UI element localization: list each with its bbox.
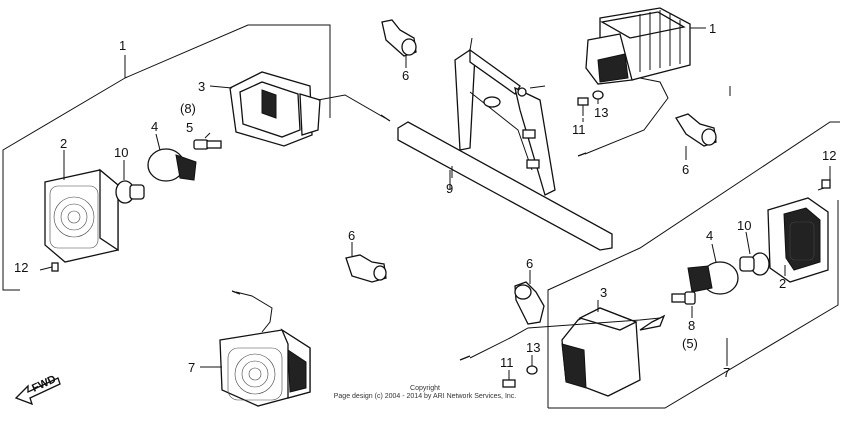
callout-cap-left: 6 (348, 228, 355, 243)
callout-right-lens-screw: 12 (822, 148, 836, 163)
callout-stay: 9 (446, 181, 453, 196)
leader-lines (63, 85, 786, 276)
callout-right-screw-paren: (5) (682, 336, 698, 351)
callout-cap-top: 6 (402, 68, 409, 83)
callout-left-screw-paren: (8) (180, 101, 196, 116)
right-socket (687, 261, 739, 295)
turn-signal-stay (397, 37, 613, 251)
left-screw (193, 132, 222, 150)
top-right-turn-signal (577, 7, 706, 157)
right-lens (767, 197, 829, 283)
callout-left-lens: 2 (60, 136, 67, 151)
left-socket (147, 148, 197, 182)
cap-bottom-mid (514, 270, 545, 325)
fwd-arrow-icon: FWD (14, 373, 61, 406)
callout-bolt-top: 11 (572, 122, 586, 137)
right-bulb (739, 252, 770, 276)
copyright-line-1: Copyright (410, 385, 440, 392)
cap-top (381, 19, 417, 68)
right-lens-screw (817, 166, 831, 191)
callout-right-bulb: 10 (737, 218, 751, 233)
right-screw (671, 291, 696, 318)
callout-nut-top: 13 (594, 105, 608, 120)
cap-left (345, 242, 387, 283)
right-housing (561, 300, 666, 397)
callout-right-housing: 3 (600, 285, 607, 300)
callout-right-group: 7 (723, 365, 730, 380)
left-bulb (115, 180, 145, 204)
callout-cap-mid-right: 6 (682, 162, 689, 177)
callout-nut-bottom: 13 (526, 340, 540, 355)
callout-right-lens: 2 (779, 276, 786, 291)
left-lens-screw (39, 262, 59, 272)
left-turn-signal-assembly (2, 24, 391, 291)
callout-bolt-bottom: 11 (500, 355, 514, 370)
callout-left-housing: 3 (198, 79, 205, 94)
callout-left-screw-num: 5 (186, 120, 193, 135)
callout-right-socket: 4 (706, 228, 713, 243)
cap-mid-right (675, 113, 717, 160)
callout-bottom-left-lamp: 7 (188, 360, 195, 375)
callout-cap-bottom-mid: 6 (526, 256, 533, 271)
callout-left-lens-screw: 12 (14, 260, 28, 275)
copyright-line-2: Page design (c) 2004 - 2014 by ARI Netwo… (334, 393, 517, 400)
callout-top-right-lamp: 1 (709, 21, 716, 36)
bolt-nut-bottom (502, 355, 538, 388)
left-housing (229, 71, 321, 147)
left-lens (44, 168, 119, 263)
bottom-left-turn-signal (200, 290, 311, 407)
callout-right-screw-num: 8 (688, 318, 695, 333)
callout-left-bulb: 10 (114, 145, 128, 160)
bolt-nut-top (577, 90, 604, 122)
right-turn-signal-assembly (459, 121, 840, 409)
callout-left-socket: 4 (151, 119, 158, 134)
callout-left-group: 1 (119, 38, 126, 53)
